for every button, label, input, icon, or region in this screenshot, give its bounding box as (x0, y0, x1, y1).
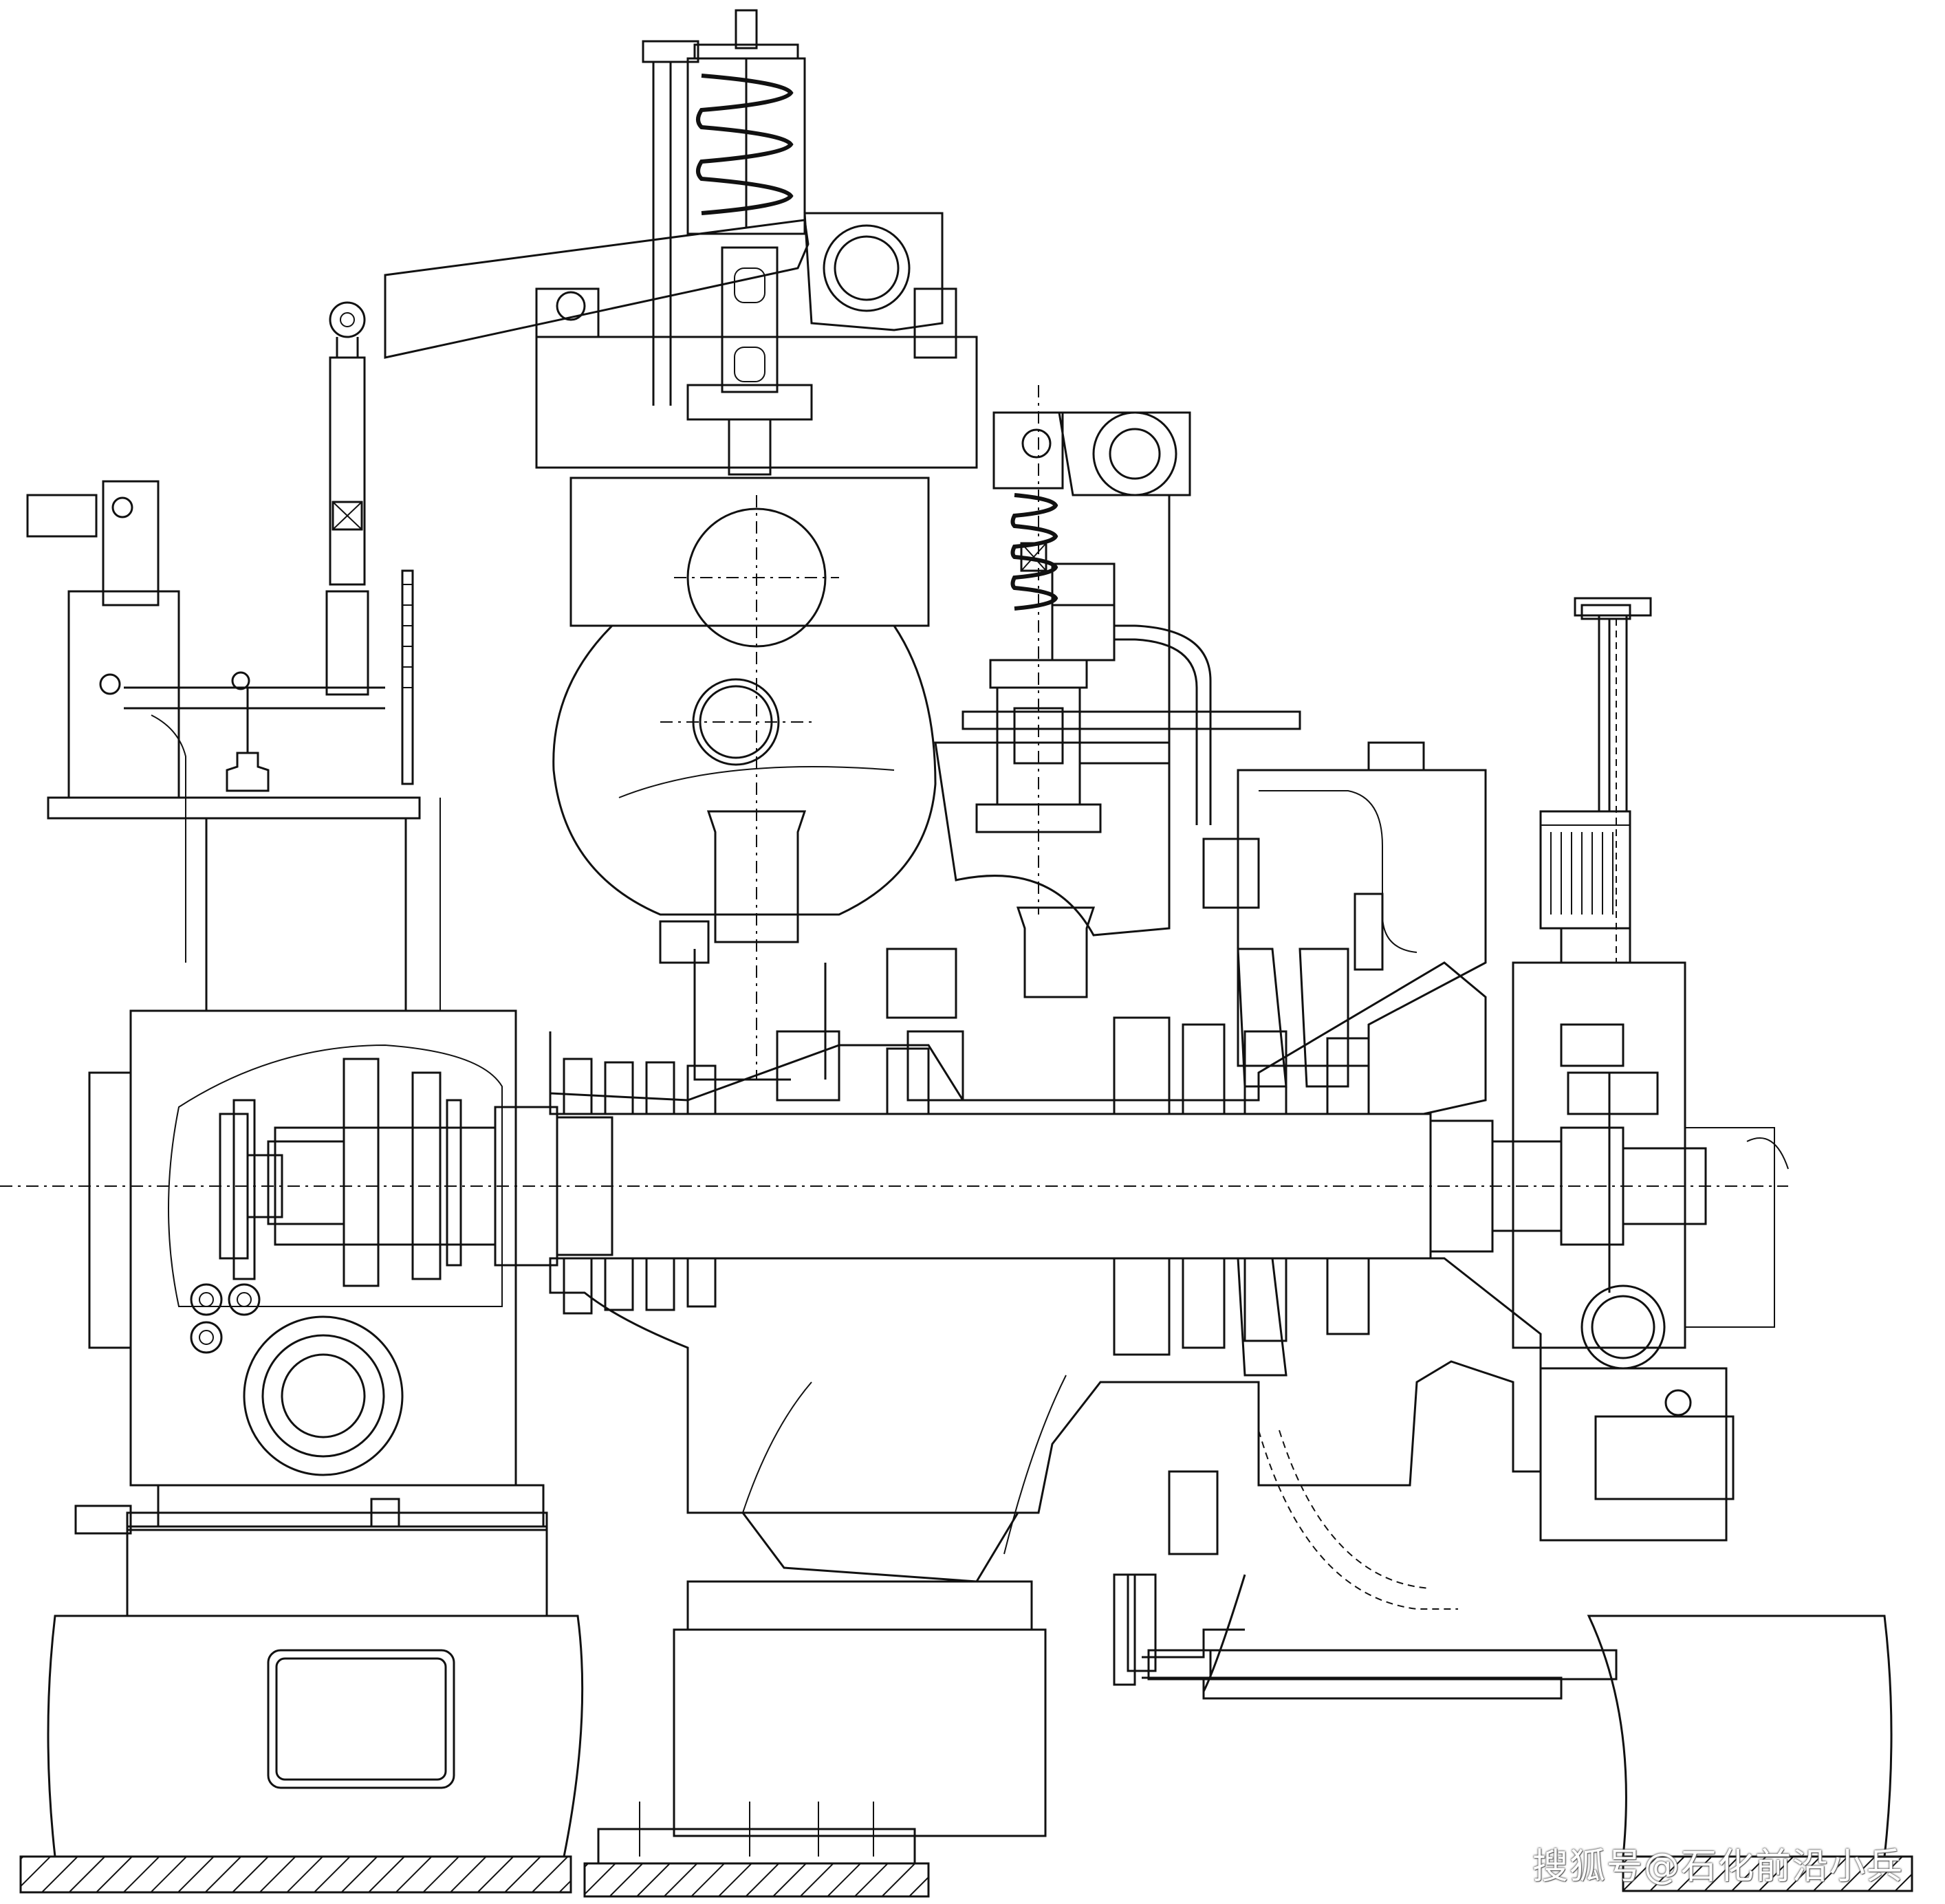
front-bearing-pedestal (74, 1009, 545, 1535)
main-lever (384, 219, 809, 359)
foundation-center (583, 1580, 1047, 1898)
watermark-text: 搜狐号@石化前沿小兵 (1532, 1846, 1904, 1887)
lever-fulcrum (535, 212, 957, 359)
valve-spring-assembly (642, 9, 813, 476)
steam-inlet-pipe (1574, 597, 1652, 811)
exhaust-outlet-pipe (1113, 1573, 1245, 1686)
blade-stages-lower (563, 1257, 1370, 1377)
turning-gear-motor (1539, 604, 1631, 964)
turbine-casing-upper (549, 948, 1487, 1115)
foundation-right (1147, 1615, 1913, 1892)
steam-chest (535, 336, 978, 1081)
rear-bearing-pedestal (1512, 961, 1789, 1542)
turbine-rotor (0, 1106, 1788, 1267)
exhaust-hood (1202, 741, 1487, 1067)
foundation-left (19, 1511, 584, 1894)
control-valve-right (934, 385, 1301, 998)
turbine-casing-lower (549, 1257, 1542, 1692)
governor-linkage (26, 301, 441, 1012)
blade-stages-upper (563, 948, 1370, 1115)
